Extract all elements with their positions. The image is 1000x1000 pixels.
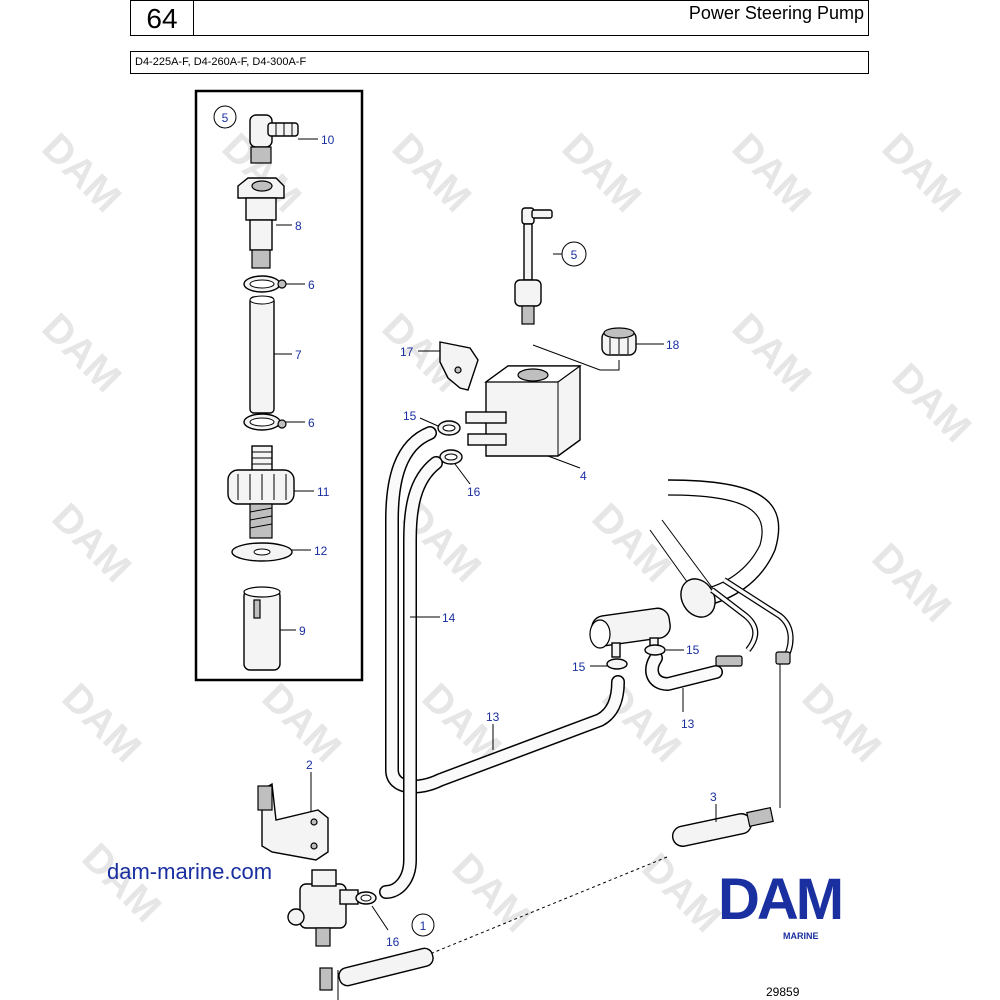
reservoir-assembly xyxy=(437,207,637,465)
callout-18: 18 xyxy=(666,338,680,352)
watermark: DAM xyxy=(724,305,820,401)
pipe-assembly xyxy=(589,479,794,808)
steering-pump xyxy=(287,869,434,1000)
brand-subtitle: MARINE xyxy=(783,931,819,941)
model-list: D4-225A-F, D4-260A-F, D4-300A-F xyxy=(130,51,869,74)
hose-clamp-upper xyxy=(243,275,287,293)
callout-circle xyxy=(213,105,237,129)
page-number: 64 xyxy=(130,0,194,36)
elbow-fitting xyxy=(249,114,299,164)
washer xyxy=(231,542,293,562)
callout-15: 15 xyxy=(686,643,700,657)
callout-17: 17 xyxy=(400,345,414,359)
callout-16: 16 xyxy=(386,935,400,949)
watermark: DAM xyxy=(874,125,970,221)
callout-15: 15 xyxy=(403,409,417,423)
mounting-bracket xyxy=(257,782,329,861)
callout-15: 15 xyxy=(572,660,586,674)
hoses xyxy=(379,426,723,899)
watermark: DAM xyxy=(34,125,130,221)
watermark: DAM xyxy=(54,675,150,771)
callout-2: 2 xyxy=(306,758,313,772)
detail-inset-frame xyxy=(194,89,364,682)
short-hose xyxy=(249,296,275,414)
callout-5: 5 xyxy=(571,248,578,262)
callout-8: 8 xyxy=(295,219,302,233)
watermark-layer: DAM DAM DAM DAM DAM DAM DAM DAM DAM DAM … xyxy=(34,125,980,941)
callout-5: 5 xyxy=(222,111,229,125)
callout-14: 14 xyxy=(442,611,456,625)
hose-clamp-lower xyxy=(243,413,287,431)
inset-callouts: 5 10 8 6 7 6 11 12 9 xyxy=(213,105,335,638)
watermark: DAM xyxy=(444,845,540,941)
callout-1: 1 xyxy=(420,919,427,933)
page-title: Power Steering Pump xyxy=(194,0,869,36)
callout-7: 7 xyxy=(295,348,302,362)
watermark: DAM xyxy=(554,125,650,221)
callout-12: 12 xyxy=(314,544,328,558)
callout-13: 13 xyxy=(486,710,500,724)
callout-6: 6 xyxy=(308,416,315,430)
callout-4: 4 xyxy=(580,469,587,483)
watermark: DAM xyxy=(864,535,960,631)
watermark: DAM xyxy=(584,495,680,591)
callout-11: 11 xyxy=(317,485,330,499)
callout-3: 3 xyxy=(710,790,717,804)
callout-6: 6 xyxy=(308,278,315,292)
filler-cap-nipple xyxy=(227,445,295,539)
callout-9: 9 xyxy=(299,624,306,638)
sender-unit xyxy=(419,806,774,959)
website-link[interactable]: dam-marine.com xyxy=(107,859,273,884)
watermark: DAM xyxy=(44,495,140,591)
drawing-number: 29859 xyxy=(766,985,800,999)
callout-10: 10 xyxy=(321,133,335,147)
watermark: DAM xyxy=(384,125,480,221)
dam-logo: DAM xyxy=(718,867,841,932)
callout-13: 13 xyxy=(681,717,695,731)
watermark: DAM xyxy=(34,305,130,401)
main-callouts: 5 18 17 15 16 4 14 15 15 13 13 2 3 1 16 xyxy=(306,241,717,949)
union-fitting xyxy=(237,177,285,269)
watermark: DAM xyxy=(794,675,890,771)
watermark: DAM xyxy=(884,355,980,451)
sleeve xyxy=(243,586,281,671)
inset-parts xyxy=(227,114,299,671)
watermark: DAM xyxy=(254,675,350,771)
callout-16: 16 xyxy=(467,485,481,499)
watermark: DAM xyxy=(634,845,730,941)
watermark: DAM xyxy=(724,125,820,221)
